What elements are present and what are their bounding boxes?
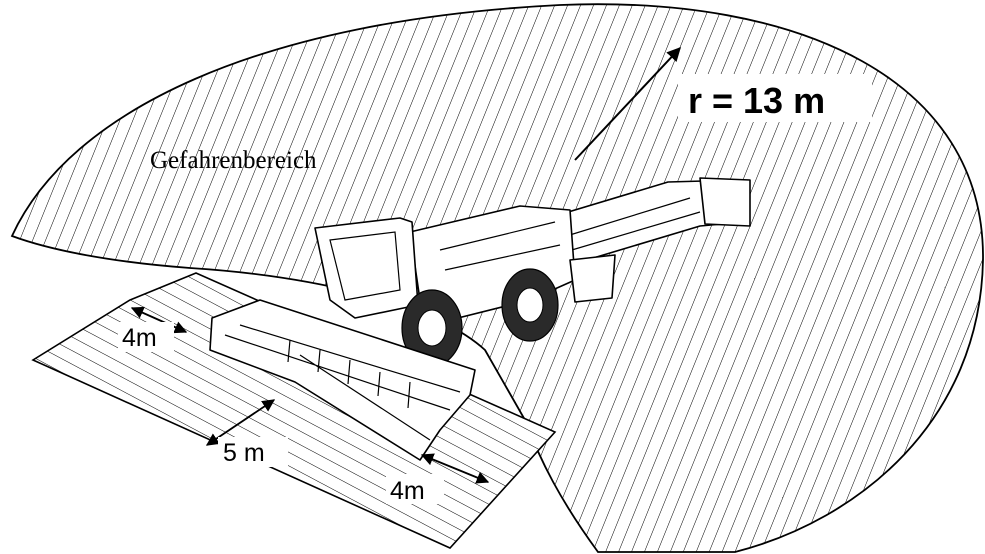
dimension-arrow-right [420, 453, 490, 484]
danger-zone-label: Gefahrenbereich [150, 147, 317, 174]
radius-arrow [574, 46, 681, 161]
dimension-label-front: 5 m [223, 439, 265, 467]
harvester-machine [209, 177, 751, 461]
radius-label-backing [678, 74, 872, 122]
dimension-label-left: 4m [122, 324, 157, 352]
dimension-label-right: 4m [390, 477, 425, 505]
radius-label: r = 13 m [688, 80, 825, 121]
dimension-arrow-left [130, 306, 188, 334]
